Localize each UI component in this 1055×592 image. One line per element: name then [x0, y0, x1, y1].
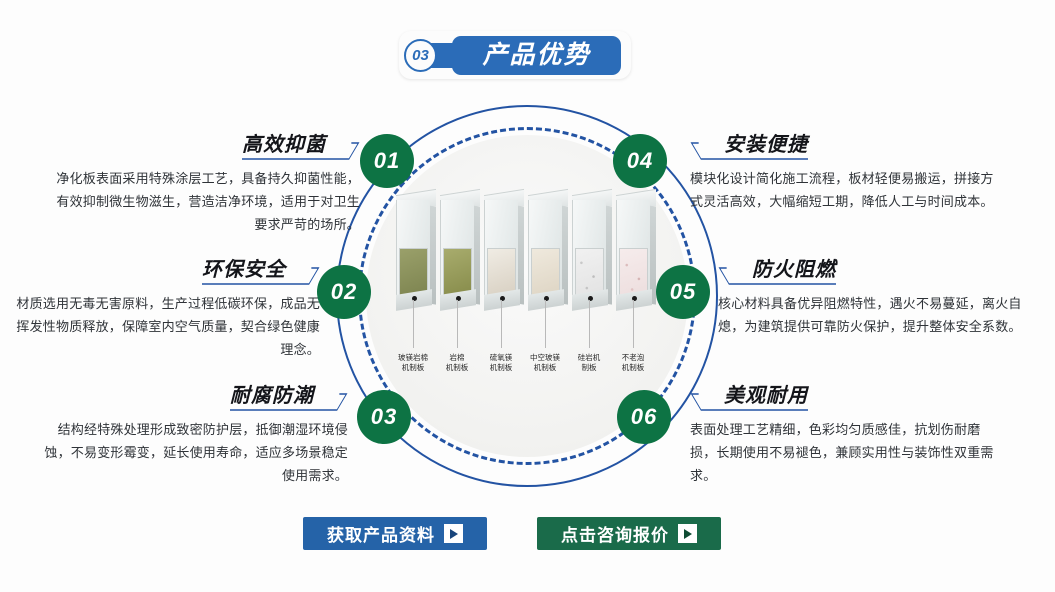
- leader-line-5: [589, 300, 590, 348]
- panel-sample-5: [572, 188, 612, 324]
- panel-marker-dot: [500, 296, 505, 301]
- play-arrow-icon: [444, 524, 463, 543]
- feature-body-04: 模块化设计简化施工流程，板材轻便易搬运，拼接方式灵活高效，大幅缩短工期，降低人工…: [690, 172, 994, 210]
- title-underline-decoration: [230, 393, 348, 411]
- panel-label-5: 硅岩机 制板: [577, 353, 601, 372]
- feature-title-05: 防火阻燃: [718, 259, 836, 286]
- feature-block-06: 美观耐用 表面处理工艺精细，色彩均匀质感佳，抗划伤耐磨损，长期使用不易褪色，兼顾…: [690, 385, 1000, 488]
- title-underline-decoration: [690, 142, 808, 160]
- leader-line-2: [457, 300, 458, 348]
- panel-marker-dot: [588, 296, 593, 301]
- feature-title-04: 安装便捷: [690, 134, 808, 161]
- feature-block-04: 安装便捷 模块化设计简化施工流程，板材轻便易搬运，拼接方式灵活高效，大幅缩短工期…: [690, 134, 1000, 214]
- request-quote-label: 点击咨询报价: [561, 526, 669, 545]
- feature-title-01: 高效抑菌: [242, 134, 360, 161]
- feature-body-06: 表面处理工艺精细，色彩均匀质感佳，抗划伤耐磨损，长期使用不易褪色，兼顾实用性与装…: [690, 423, 994, 484]
- feature-body-05: 核心材料具备优异阻燃特性，遇火不易蔓延，离火自熄，为建筑提供可靠防火保护，提升整…: [718, 297, 1022, 335]
- request-quote-button[interactable]: 点击咨询报价: [537, 517, 721, 550]
- feature-title-03: 耐腐防潮: [230, 385, 348, 412]
- panel-label-4: 中空玻镁 机制板: [530, 353, 560, 372]
- panel-sample-3: [484, 188, 524, 324]
- section-number: 03: [412, 47, 429, 64]
- product-photo: [396, 188, 660, 324]
- get-product-info-label: 获取产品资料: [327, 526, 435, 545]
- panel-sample-6: [616, 188, 656, 324]
- panel-label-1: 玻镁岩棉 机制板: [398, 353, 428, 372]
- play-arrow-icon: [678, 524, 697, 543]
- feature-number-02: 02: [317, 265, 371, 319]
- panel-marker-dot: [544, 296, 549, 301]
- title-underline-decoration: [690, 393, 808, 411]
- feature-block-03: 耐腐防潮 结构经特殊处理形成致密防护层，抵御潮湿环境侵蚀，不易变形霉变，延长使用…: [38, 385, 348, 488]
- feature-title-06: 美观耐用: [690, 385, 808, 412]
- feature-block-02: 环保安全 材质选用无毒无害原料，生产过程低碳环保，成品无挥发性物质释放，保障室内…: [10, 259, 320, 362]
- feature-number-04: 04: [613, 134, 667, 188]
- section-number-badge: 03: [404, 39, 437, 72]
- panel-sample-2: [440, 188, 480, 324]
- panel-label-6: 不老泡 机制板: [621, 353, 645, 372]
- feature-number-03: 03: [357, 390, 411, 444]
- feature-body-01: 净化板表面采用特殊涂层工艺，具备持久抑菌性能，有效抑制微生物滋生，营造洁净环境，…: [56, 172, 360, 233]
- panel-sample-1: [396, 188, 436, 324]
- feature-number-05: 05: [656, 265, 710, 319]
- feature-number-01: 01: [360, 134, 414, 188]
- feature-body-03: 结构经特殊处理形成致密防护层，抵御潮湿环境侵蚀，不易变形霉变，延长使用寿命，适应…: [44, 423, 348, 484]
- panel-label-3: 硫氧镁 机制板: [489, 353, 513, 372]
- leader-line-3: [501, 300, 502, 348]
- leader-line-4: [545, 300, 546, 348]
- feature-block-05: 防火阻燃 核心材料具备优异阻燃特性，遇火不易蔓延，离火自熄，为建筑提供可靠防火保…: [718, 259, 1028, 339]
- leader-line-6: [633, 300, 634, 348]
- panel-marker-dot: [412, 296, 417, 301]
- title-underline-decoration: [718, 267, 836, 285]
- panel-marker-dot: [632, 296, 637, 301]
- panel-sample-4: [528, 188, 568, 324]
- title-underline-decoration: [242, 142, 360, 160]
- banner-title-pill: 产品优势: [452, 36, 621, 75]
- feature-body-02: 材质选用无毒无害原料，生产过程低碳环保，成品无挥发性物质释放，保障室内空气质量，…: [16, 297, 320, 358]
- panel-marker-dot: [456, 296, 461, 301]
- feature-title-02: 环保安全: [202, 259, 320, 286]
- leader-line-1: [413, 300, 414, 348]
- title-underline-decoration: [202, 267, 320, 285]
- feature-block-01: 高效抑菌 净化板表面采用特殊涂层工艺，具备持久抑菌性能，有效抑制微生物滋生，营造…: [50, 134, 360, 237]
- page-title: 产品优势: [482, 41, 591, 69]
- feature-number-06: 06: [617, 390, 671, 444]
- get-product-info-button[interactable]: 获取产品资料: [303, 517, 487, 550]
- panel-label-2: 岩棉 机制板: [445, 353, 469, 372]
